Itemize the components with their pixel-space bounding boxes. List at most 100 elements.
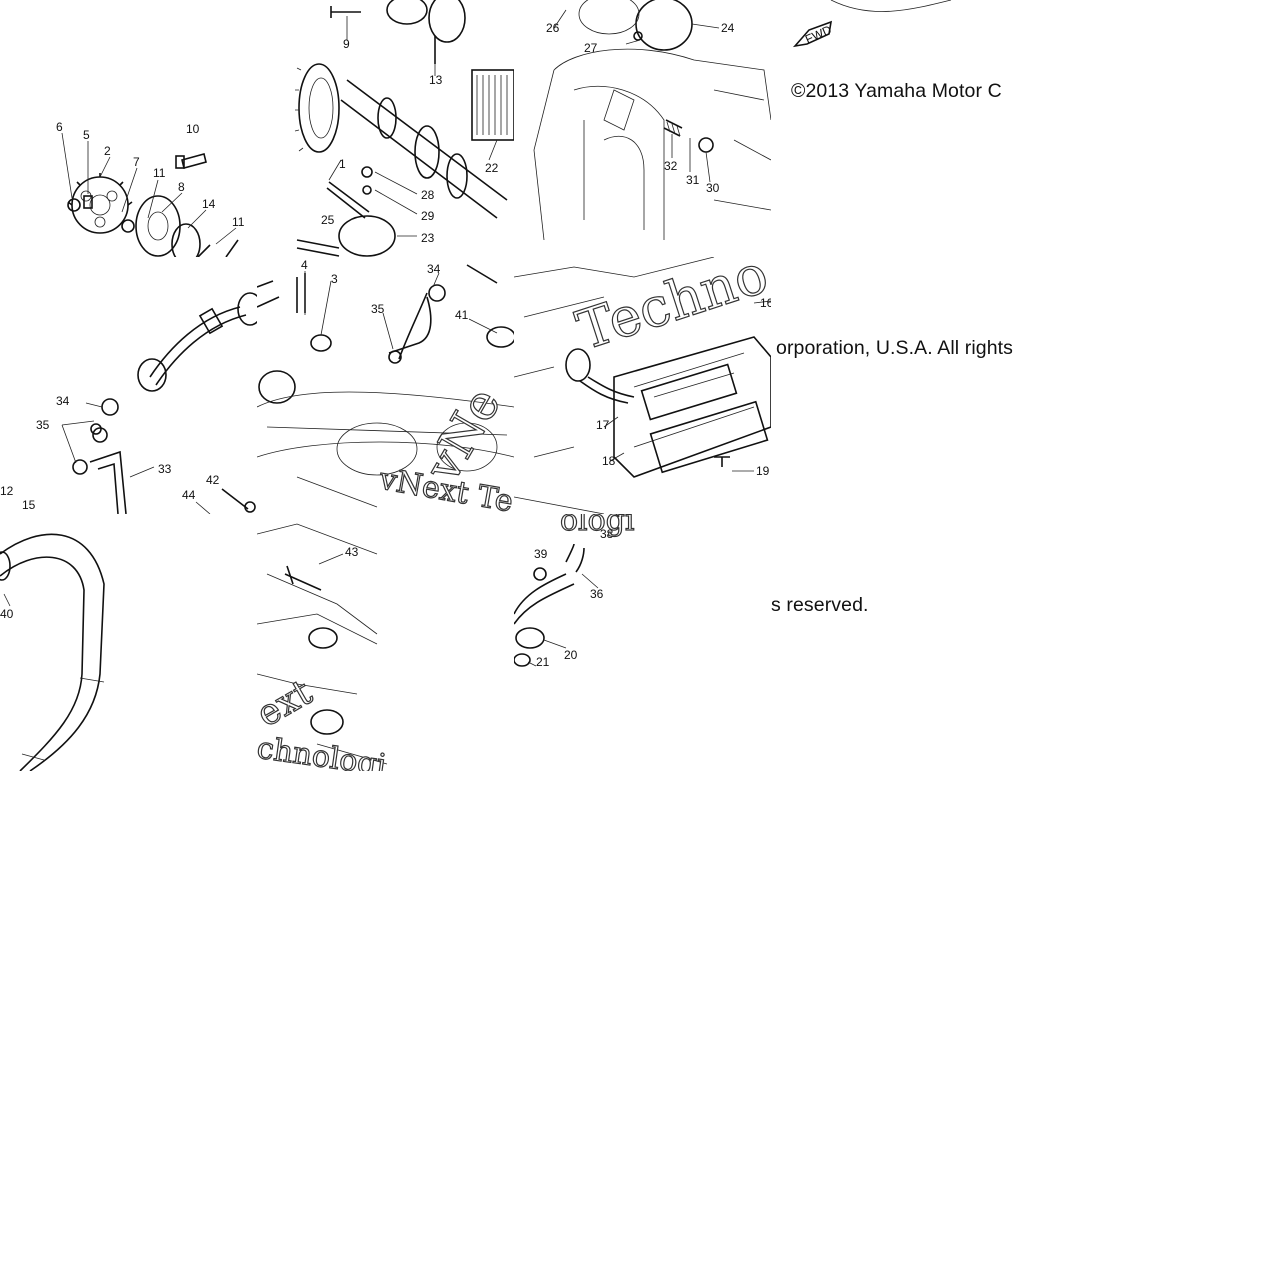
callout-11: 11 [153,166,166,180]
svg-text:FWD: FWD [803,22,834,46]
callout-13: 13 [429,73,443,87]
callout-33: 33 [158,462,172,476]
oil-line-36 [565,543,585,573]
callout-40: 40 [0,607,14,621]
bolt-10 [181,153,207,169]
pin-5 [83,195,93,209]
bolt-25 [326,181,370,219]
oil-pipe [149,306,247,386]
copyright-line-1: ©2013 Yamaha Motor C [791,80,1002,102]
callout-34b: 34 [427,262,441,276]
dowel-4 [296,273,306,313]
callout-25: 25 [321,213,335,227]
callout-2: 2 [104,144,111,158]
shaft-drawing: 9 13 1 22 28 29 25 23 [294,0,514,257]
cylinder-base-drawing: 4 3 35 34 41 vNext Te vNe [257,258,514,514]
fwd-arrow-icon: FWD [792,20,834,48]
oil-filter-22 [471,69,514,141]
callout-35b: 35 [371,302,385,316]
diagram-tile-r2c1: 43 ext chnologi [257,514,514,771]
diagram-tile-r1c0: 34 35 33 42 44 12 15 [0,257,257,514]
callout-19: 19 [756,464,770,478]
svg-text:Techno: Techno [569,257,771,362]
o-ring-24 [635,0,693,51]
bolt-4 [296,239,340,257]
diagram-tile-r1c2: 17 18 19 16 Techno [514,257,771,514]
washer-6 [67,198,81,212]
callout-35: 35 [36,418,50,432]
bolt-43 [284,565,322,591]
crankcase-drawing: 26 27 24 32 31 30 Techno [533,0,771,257]
callout-21: 21 [536,655,550,669]
callout-44: 44 [182,488,196,502]
callout-42: 42 [206,473,220,487]
bolt-42 [221,488,249,510]
callout-1: 1 [339,157,346,171]
callout-38: 38 [600,527,614,541]
callout-11b: 11 [232,215,245,229]
callout-18: 18 [602,454,616,468]
bolt-39 [533,567,547,581]
oil-line-33 [89,450,127,514]
sleeve-3 [310,334,332,352]
copyright-line-2: orporation, U.S.A. All rights [776,337,1014,359]
banjo-fitting [137,358,167,392]
callout-5: 5 [83,128,90,142]
sprocket-1 [298,63,340,153]
callout-24: 24 [721,21,735,35]
gear-cluster-drawing: 6 5 2 7 11 8 10 14 11 [56,120,245,257]
callout-34: 34 [56,394,70,408]
plug-30 [698,137,714,153]
oil-pipe-drawing: 34 35 33 42 44 12 15 [0,292,257,514]
diagram-tile-r2c2: 38 39 36 20 21 ologi [514,514,771,671]
watermark-text-6: chnologi [257,731,388,771]
oil-cooler-cover [613,336,771,478]
callout-27: 27 [584,41,598,55]
callout-39: 39 [534,547,548,561]
callout-3: 3 [331,272,338,286]
fwd-arrow-area: FWD [792,0,952,48]
callout-23: 23 [421,231,435,245]
callout-4: 4 [301,258,308,272]
bolt-9 [330,6,361,18]
diagram-tile-r0c0: 6 5 2 7 11 8 10 14 11 [0,0,257,257]
callout-22: 22 [485,161,499,175]
union-20 [515,627,545,649]
callout-36: 36 [590,587,604,601]
bolt-34 [101,398,119,416]
lower-case-drawing: 43 ext chnologi [257,523,389,771]
gasket-18 [649,400,769,474]
callout-30: 30 [706,181,720,195]
diagram-tile-r0c2: 26 27 24 32 31 30 Techno [514,0,771,257]
callout-29: 29 [421,209,435,223]
callout-31: 31 [686,173,700,187]
oil-hose-drawing: 38 39 36 20 21 ologi [514,514,635,669]
spring-32 [663,119,683,137]
callout-12: 12 [0,484,14,498]
callout-9: 9 [343,37,350,51]
callout-32: 32 [664,159,678,173]
breather-hose-drawing: 40 [0,533,105,771]
breather-hose-40 [0,533,105,771]
diagram-tile-r0c1: 9 13 1 22 28 29 25 23 [257,0,514,257]
copyright-line-3: s reserved. [771,594,869,616]
callout-16: 16 [760,296,771,310]
callout-15: 15 [22,498,36,512]
diagram-tile-r2c0: 40 [0,514,257,771]
callout-8: 8 [178,180,185,194]
callout-20: 20 [564,648,578,662]
cover-23 [338,215,396,257]
diagram-tile-r0c3: FWD [771,0,1028,257]
callout-28: 28 [421,188,435,202]
callout-26: 26 [546,21,560,35]
main-shaft [340,79,508,219]
callout-17: 17 [596,418,610,432]
callout-14: 14 [202,197,216,211]
callout-41: 41 [455,308,469,322]
bolt-19 [714,456,730,467]
oil-cooler-drawing: 17 18 19 16 Techno [514,257,771,514]
watermark-text-5: ext [257,672,320,736]
diagram-tile-r1c1: 4 3 35 34 41 vNext Te vNe [257,257,514,514]
gear-8 [135,195,181,257]
callout-43: 43 [345,545,359,559]
